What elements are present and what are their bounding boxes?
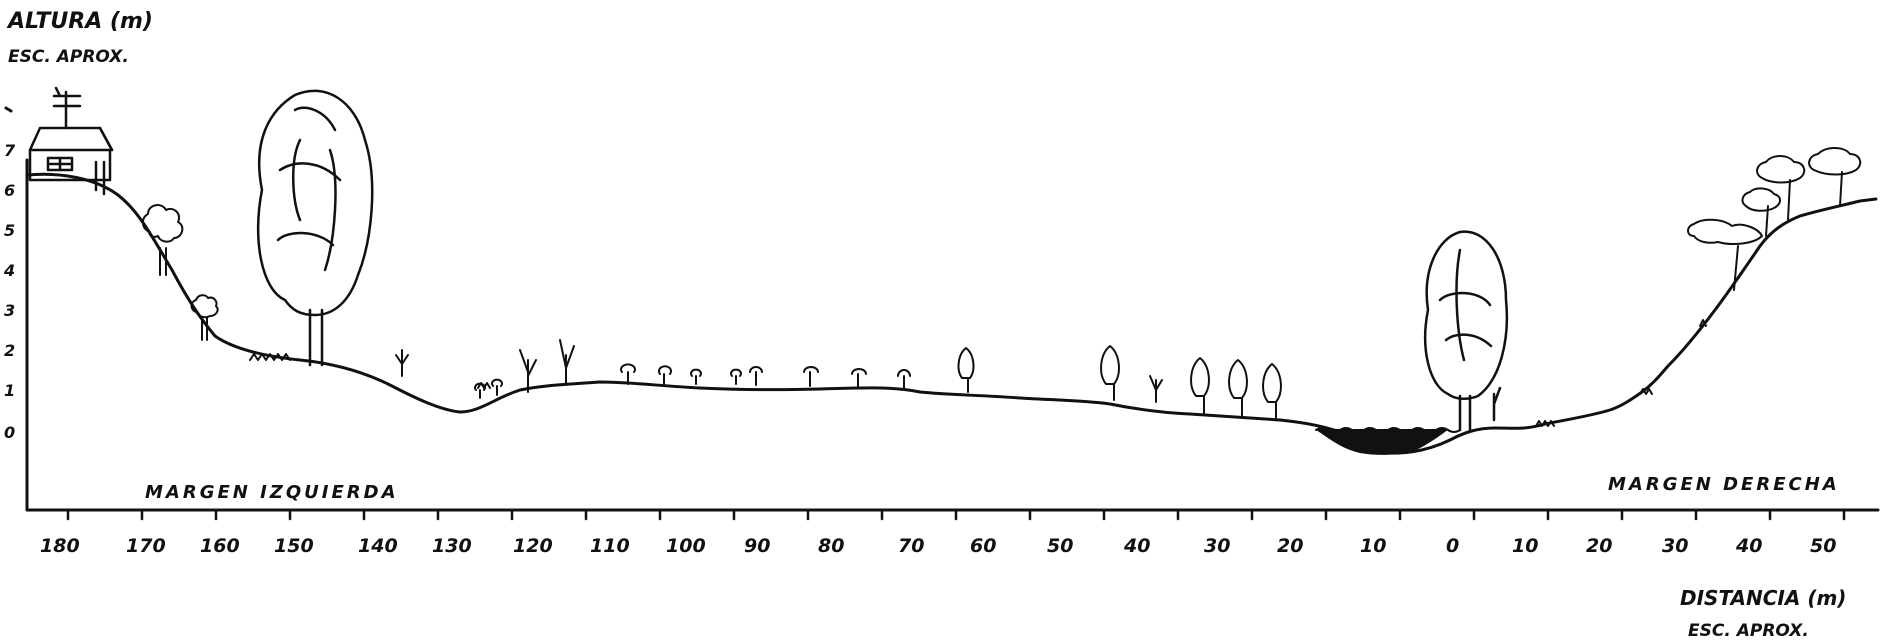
tree-icon [256,89,374,367]
y-tick-label: 2 [4,341,15,360]
house-icon [28,86,114,196]
x-tick-label: 100 [666,535,706,557]
x-tick-label: 10 [1360,535,1386,557]
tree-icon [1808,147,1862,207]
y-tick-label: 6 [4,181,15,200]
tree-icon [190,294,219,341]
y-tick-label: 5 [4,221,15,240]
y-tick-label: 4 [3,261,15,280]
x-tick-label: 40 [1123,535,1150,557]
tree-icon [1756,155,1806,221]
y-tick-label: 1 [4,381,15,400]
tree-icon [1262,363,1282,421]
x-tick-label: 80 [818,535,844,557]
x-tick-label: 50 [1047,535,1073,557]
y-tick-label: 0 [4,423,15,442]
tree-icon [1100,345,1120,401]
x-tick-label: 170 [126,535,166,557]
y-tick-label: 3 [4,301,15,320]
x-tick-marks [66,508,1846,521]
tree-icon [1149,375,1163,403]
small-plants [249,349,491,389]
x-tick-label: 110 [590,535,630,557]
y-top-tick [4,106,13,113]
x-tick-label: 20 [1277,535,1303,557]
tree-icon [957,347,975,393]
tree-icon [1741,187,1781,237]
x-tick-label: 0 [1446,535,1459,557]
tree-icon [1424,230,1509,432]
small-plants [1535,319,1707,427]
x-tick-label: 40 [1735,535,1762,557]
x-tick-label: 30 [1662,535,1688,557]
x-tick-label: 50 [1810,535,1836,557]
y-axis-scale: ESC. APROX. [8,47,129,67]
x-tick-label: 20 [1586,535,1612,557]
x-tick-label: 90 [744,535,770,557]
river-water [1314,429,1450,455]
x-tick-label: 130 [432,535,472,557]
x-axis-title: DISTANCIA (m) [1680,586,1846,610]
terrain-profile-line [25,172,1878,455]
x-tick-label: 70 [898,535,924,557]
x-tick-label: 140 [358,535,398,557]
x-tick-label: 30 [1204,535,1230,557]
x-tick-label: 150 [274,535,314,557]
x-tick-label: 10 [1512,535,1538,557]
x-tick-label: 180 [40,535,80,557]
x-tick-label: 160 [200,535,240,557]
left-bank-label: MARGEN IZQUIERDA [145,482,399,503]
y-axis-title: ALTURA (m) [6,9,153,34]
x-tick-label: 120 [513,535,553,557]
tree-icon [1687,218,1763,291]
x-tick-label: 60 [970,535,996,557]
right-bank-label: MARGEN DERECHA [1608,474,1840,495]
x-axis-scale: ESC. APROX. [1688,621,1809,641]
tree-icon [142,204,184,276]
tree-icon [1190,357,1210,416]
y-tick-label: 7 [4,141,16,160]
small-trees-row [474,339,911,399]
tree-icon [1228,359,1248,417]
water-surface-line [1315,427,1461,433]
